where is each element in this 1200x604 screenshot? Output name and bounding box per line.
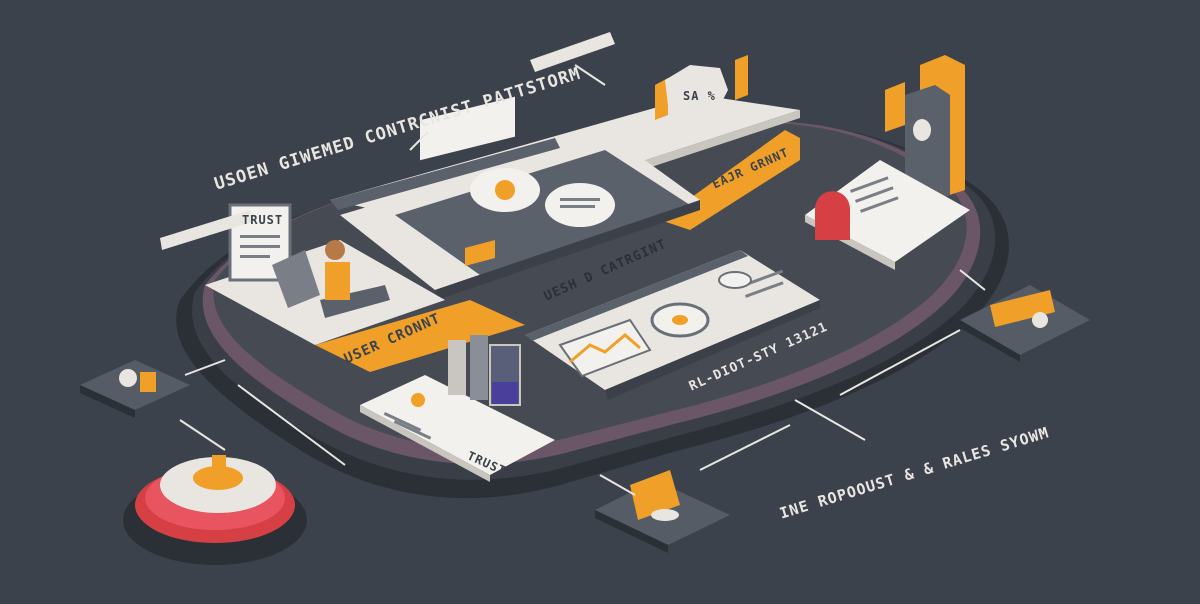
cloud-icon [718, 271, 752, 289]
user-desk-section [205, 203, 445, 345]
beaker [470, 335, 488, 400]
speech-bubble [545, 183, 615, 227]
center-window [340, 96, 700, 300]
tile-left [80, 360, 190, 418]
card-chip [465, 240, 495, 266]
arrow-left-tile [184, 359, 226, 376]
user-content-strip [315, 300, 525, 372]
doc-line [849, 176, 889, 193]
beaker-liquid [492, 382, 518, 404]
gear-hub [193, 466, 243, 490]
tile-bottom-side [595, 510, 668, 553]
arrow-right-top [959, 269, 986, 291]
arrow-gear [179, 419, 226, 451]
top-panel-bar [330, 138, 560, 210]
trust-card-dot [411, 393, 425, 407]
arrow-bottom-left [237, 384, 346, 466]
arrow-bottom-right [794, 399, 866, 441]
chart-line [569, 333, 641, 364]
tile-left-side [80, 385, 135, 418]
dial-center [672, 315, 688, 325]
badge-arm [735, 55, 748, 100]
badge-shape [665, 65, 728, 118]
speech-line [560, 205, 595, 208]
speech-line [560, 198, 600, 201]
laptop-screen [272, 250, 320, 308]
doc-line [855, 186, 894, 203]
tower-orange-small [885, 82, 905, 132]
board-line [240, 255, 270, 258]
tile-right-side [960, 320, 1020, 362]
percent-badge [655, 55, 748, 120]
center-window-dark [395, 150, 690, 275]
lab-beakers [448, 335, 521, 406]
tile-bottom [595, 470, 730, 553]
trust-board-label: TRUST [242, 213, 284, 227]
arrow-bottom-tile [599, 474, 636, 496]
arrow-bottom-mid [699, 424, 791, 471]
top-right-bar [530, 32, 615, 72]
desk [320, 285, 390, 318]
beaker [448, 340, 466, 395]
arrow-right-tile [839, 329, 961, 396]
tile-right [960, 285, 1090, 362]
chart-window-bar [525, 250, 748, 341]
trust-card-face [360, 375, 555, 475]
badge-label: SA % [683, 89, 716, 103]
gear-knob [212, 455, 226, 475]
trust-card-line [383, 411, 422, 432]
chart-window [525, 250, 820, 400]
person-body [325, 262, 350, 300]
text-line [744, 281, 784, 298]
left-bar [160, 210, 252, 250]
badge-arm [655, 78, 668, 120]
trust-card-side [360, 405, 490, 482]
board-line [240, 245, 280, 248]
arrow-headline [409, 131, 429, 151]
tile-left-icon [119, 369, 137, 387]
arrow-top [574, 64, 606, 86]
tile-bottom-icon [651, 509, 679, 521]
tile-right-face [960, 285, 1090, 355]
chart-window-side [605, 300, 820, 400]
center-window-side [435, 200, 700, 300]
tower-dial [913, 119, 931, 141]
tile-left-face [80, 360, 190, 410]
card-small [420, 96, 515, 161]
right-document [805, 160, 970, 270]
gear-bubble [470, 168, 540, 212]
doc-line [859, 196, 899, 213]
tile-bottom-accent [630, 470, 680, 520]
trust-card-line [393, 420, 432, 440]
trust-card [360, 375, 555, 482]
connector-arrows [179, 64, 986, 496]
gear-platform [123, 455, 307, 565]
gear-icon [495, 180, 515, 200]
lock-icon [815, 191, 850, 240]
tower-dark [905, 85, 950, 205]
chart-box [558, 318, 652, 378]
board-line [240, 235, 280, 238]
tile-left-accent [140, 372, 156, 392]
person-head [325, 240, 345, 260]
tile-right-accent [990, 290, 1055, 327]
right-tower [885, 55, 965, 205]
tile-right-icon [1032, 312, 1048, 328]
